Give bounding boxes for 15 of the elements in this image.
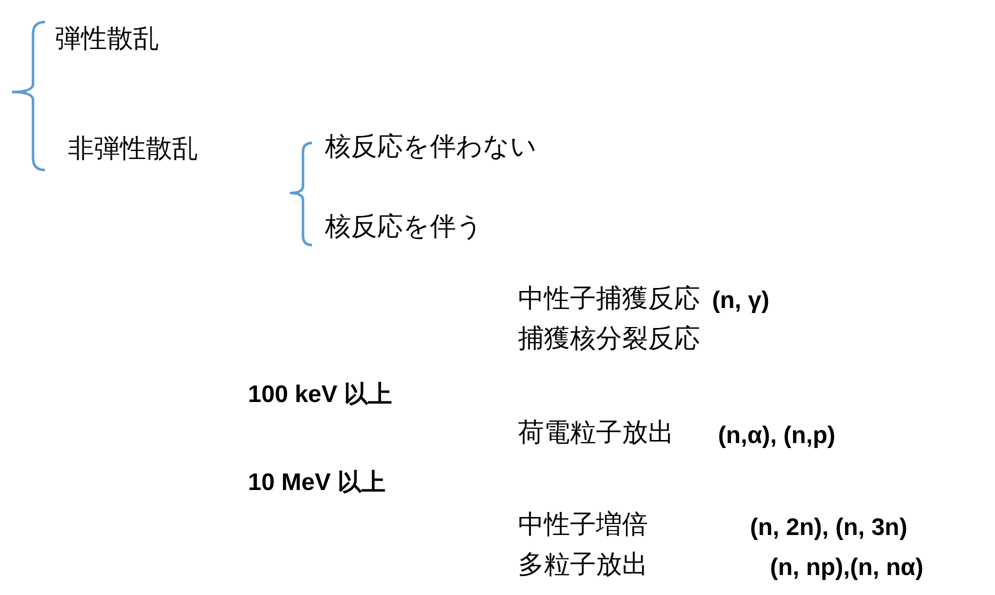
label-text: 10 MeV 以上 <box>248 468 386 498</box>
label-text: 100 keV 以上 <box>248 380 392 410</box>
label-text: 非弾性散乱 <box>68 132 198 164</box>
label-text: (n, 2n), (n, 3n) <box>750 513 908 543</box>
label-text: 核反応を伴わない <box>325 130 537 162</box>
label-text: 弾性散乱 <box>55 22 159 54</box>
label-text: 中性子捕獲反応 <box>518 282 700 314</box>
label-text: 捕獲核分裂反応 <box>518 322 700 354</box>
label-text: (n, γ) <box>712 286 770 316</box>
label-text: 荷電粒子放出 <box>518 416 674 448</box>
label-text: 核反応を伴う <box>325 210 483 242</box>
label-text: (n,α), (n,p) <box>718 421 836 451</box>
label-text: 中性子増倍 <box>518 508 648 540</box>
label-text: (n, np),(n, nα) <box>770 553 924 583</box>
label-text: 多粒子放出 <box>518 548 648 580</box>
